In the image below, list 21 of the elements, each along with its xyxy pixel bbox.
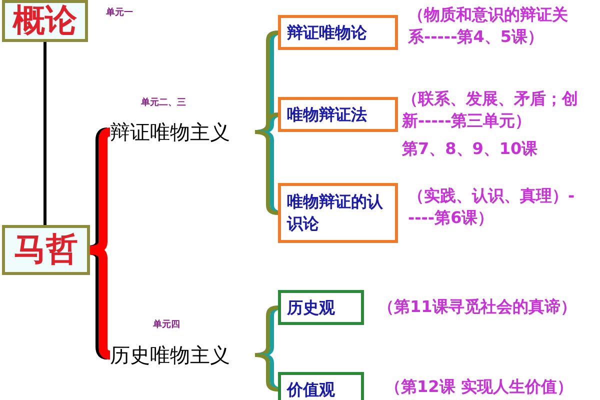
connector-line	[44, 42, 46, 225]
topic-box: 价值观	[278, 372, 364, 400]
topic-box: 历史观	[278, 290, 364, 325]
topic-box: 辩证唯物论	[278, 15, 398, 50]
topic-box: 唯物辩证的认识论	[278, 183, 398, 243]
note-text: 第7、8、9、10课	[402, 138, 538, 160]
note-text: （联系、发展、矛盾；创新-----第三单元）	[402, 88, 578, 132]
unit-label: 单元一	[106, 6, 133, 19]
note-text: （第11课寻觅社会的真谛）	[378, 296, 576, 318]
note-text: （实践、认识、真理）-----第6课）	[408, 185, 576, 229]
note-text: （第12课 实现人生价值）	[385, 376, 573, 398]
title-box: 马哲	[2, 225, 90, 275]
note-text: （物质和意识的辩证关系-----第4、5课）	[408, 4, 569, 48]
bracket	[254, 130, 278, 215]
bracket	[254, 353, 278, 392]
title-box: 概论	[2, 0, 88, 42]
unit-label: 单元二、三	[141, 96, 186, 109]
branch-text: 历史唯物主义	[110, 341, 255, 369]
unit-label: 单元四	[153, 318, 180, 331]
branch-text: 辩证唯物主义	[110, 118, 255, 146]
topic-box: 唯物辩证法	[278, 97, 398, 132]
